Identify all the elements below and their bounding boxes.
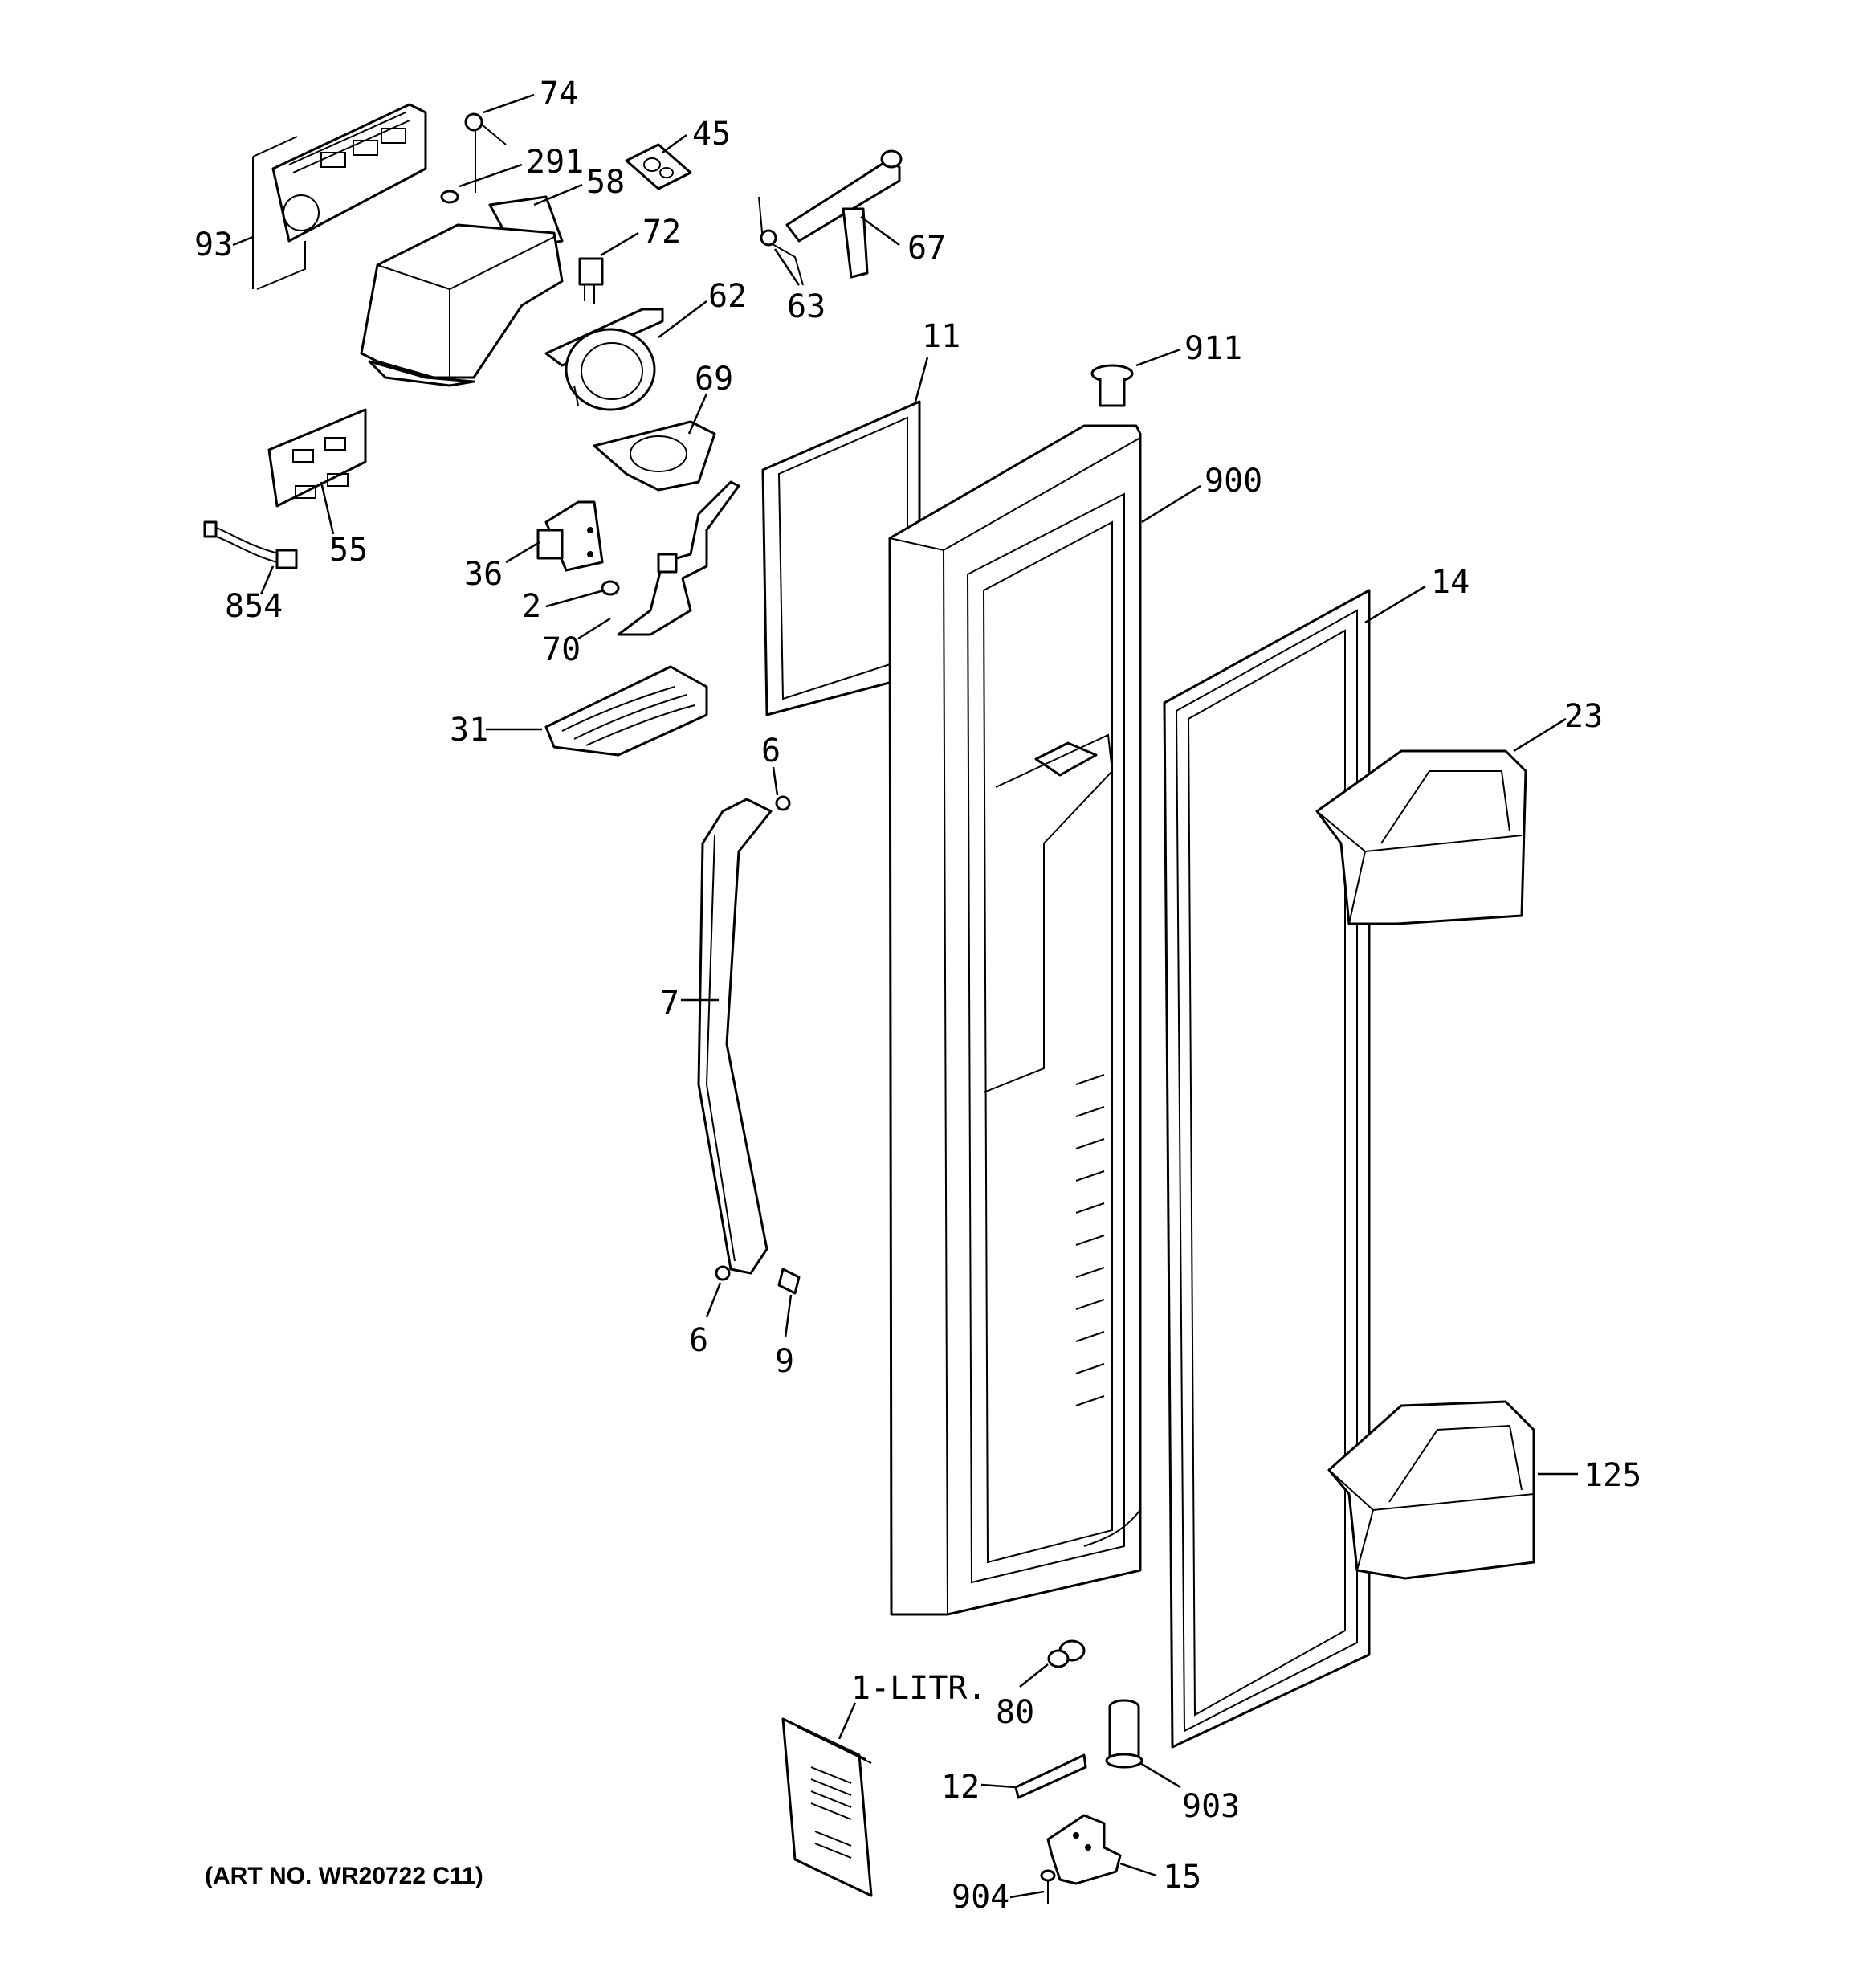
callout-6-top: 6 bbox=[761, 733, 781, 769]
callout-72: 72 bbox=[642, 214, 681, 251]
callout-45: 45 bbox=[692, 116, 731, 153]
part-900-door bbox=[888, 424, 1142, 1616]
part-23-bin bbox=[1315, 749, 1527, 925]
part-12-shim bbox=[1014, 1753, 1087, 1799]
callout-125: 125 bbox=[1584, 1457, 1641, 1494]
leader-lines bbox=[232, 93, 1578, 1899]
callout-58: 58 bbox=[586, 164, 625, 201]
callout-14: 14 bbox=[1431, 564, 1470, 601]
part-125-bin bbox=[1327, 1400, 1535, 1580]
door-shelf-ribs bbox=[1075, 1074, 1105, 1406]
part-31-grille bbox=[544, 665, 708, 757]
part-854-harness bbox=[203, 520, 298, 569]
callout-93: 93 bbox=[194, 227, 233, 263]
callout-15: 15 bbox=[1163, 1859, 1201, 1896]
part-93-control-panel bbox=[252, 103, 427, 290]
callout-9: 9 bbox=[775, 1343, 794, 1380]
callout-67: 67 bbox=[907, 230, 946, 267]
callout-55: 55 bbox=[329, 532, 368, 569]
callout-74: 74 bbox=[540, 76, 578, 112]
art-number: (ART NO. WR20722 C11) bbox=[205, 1863, 483, 1889]
callout-854: 854 bbox=[225, 588, 283, 625]
part-291-screw bbox=[440, 190, 459, 204]
part-911-bushing bbox=[1090, 364, 1134, 407]
callout-80: 80 bbox=[996, 1694, 1034, 1731]
part-9-screw bbox=[777, 1268, 801, 1295]
part-80-bushing bbox=[1047, 1639, 1086, 1668]
part-6-nut-bottom bbox=[715, 1265, 731, 1281]
part-904-screw bbox=[1040, 1869, 1056, 1904]
part-62-ring bbox=[544, 308, 664, 411]
part-14-gasket bbox=[1163, 589, 1371, 1749]
part-36-bracket bbox=[536, 500, 604, 572]
part-69-funnel bbox=[593, 420, 716, 492]
part-63-spring bbox=[758, 196, 804, 286]
callout-31: 31 bbox=[450, 712, 488, 749]
part-70-arm bbox=[617, 480, 740, 636]
callout-7: 7 bbox=[660, 985, 679, 1022]
part-74-spring bbox=[464, 112, 507, 193]
part-2-screw bbox=[601, 580, 620, 596]
part-1-literature bbox=[781, 1717, 873, 1897]
part-67-bar bbox=[785, 149, 903, 279]
part-55-module bbox=[267, 408, 367, 508]
part-6-nut-top bbox=[775, 795, 791, 811]
part-15-hinge bbox=[1046, 1814, 1122, 1885]
dispenser-housing-assembly bbox=[360, 223, 564, 387]
callout-labels: 74 291 45 58 93 72 67 63 62 11 911 69 90… bbox=[194, 76, 1641, 1916]
callout-6-bottom: 6 bbox=[689, 1322, 708, 1359]
part-45-bracket bbox=[625, 143, 692, 190]
callout-12: 12 bbox=[941, 1769, 980, 1806]
part-7-handle bbox=[697, 798, 773, 1275]
callout-900: 900 bbox=[1205, 463, 1262, 500]
callout-11: 11 bbox=[922, 318, 960, 355]
part-72-switch bbox=[578, 257, 604, 304]
callout-904: 904 bbox=[952, 1879, 1009, 1916]
callout-1-litr: 1-LITR. bbox=[851, 1670, 987, 1707]
part-903-pin bbox=[1105, 1699, 1143, 1769]
callout-70: 70 bbox=[542, 631, 581, 668]
callout-69: 69 bbox=[695, 361, 733, 398]
callout-62: 62 bbox=[708, 278, 747, 315]
callout-36: 36 bbox=[464, 556, 503, 593]
callout-63: 63 bbox=[787, 288, 826, 325]
callout-23: 23 bbox=[1564, 698, 1603, 735]
callout-291: 291 bbox=[526, 144, 584, 181]
callout-911: 911 bbox=[1184, 330, 1242, 367]
callout-903: 903 bbox=[1182, 1788, 1240, 1825]
callout-2: 2 bbox=[522, 588, 541, 625]
